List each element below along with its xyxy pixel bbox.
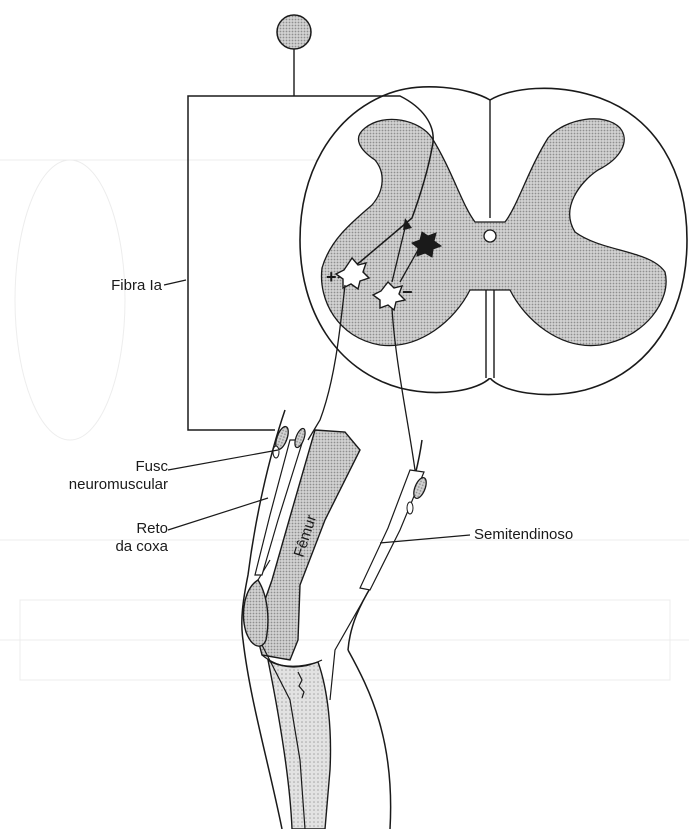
reto-da-coxa-label: Reto da coxa xyxy=(82,520,168,556)
patella xyxy=(243,580,267,646)
hamstring-tendon xyxy=(330,585,372,700)
reto-label-line1: Reto xyxy=(82,520,168,538)
fusc-label-line1: Fusc xyxy=(42,458,168,476)
fusc-leader xyxy=(168,450,278,470)
inhibitory-sign: − xyxy=(402,282,413,302)
semitendinoso-label: Semitendinoso xyxy=(474,526,573,544)
reto-label-line2: da coxa xyxy=(82,538,168,556)
anterior-median-fissure xyxy=(486,280,494,378)
calf-outline xyxy=(348,650,391,829)
fibra-ia-label: Fibra Ia xyxy=(72,277,162,295)
dorsal-root-ganglion xyxy=(277,15,311,49)
spinal-cord-section xyxy=(300,87,687,395)
fusc-neuromuscular-label: Fusc neuromuscular xyxy=(42,458,168,494)
leg: Fêmur xyxy=(242,410,424,829)
fibra-leader xyxy=(164,280,186,285)
excitatory-sign: + xyxy=(326,267,337,287)
fusc-label-line2: neuromuscular xyxy=(42,476,168,494)
central-canal xyxy=(484,230,496,242)
reto-leader xyxy=(168,498,268,530)
